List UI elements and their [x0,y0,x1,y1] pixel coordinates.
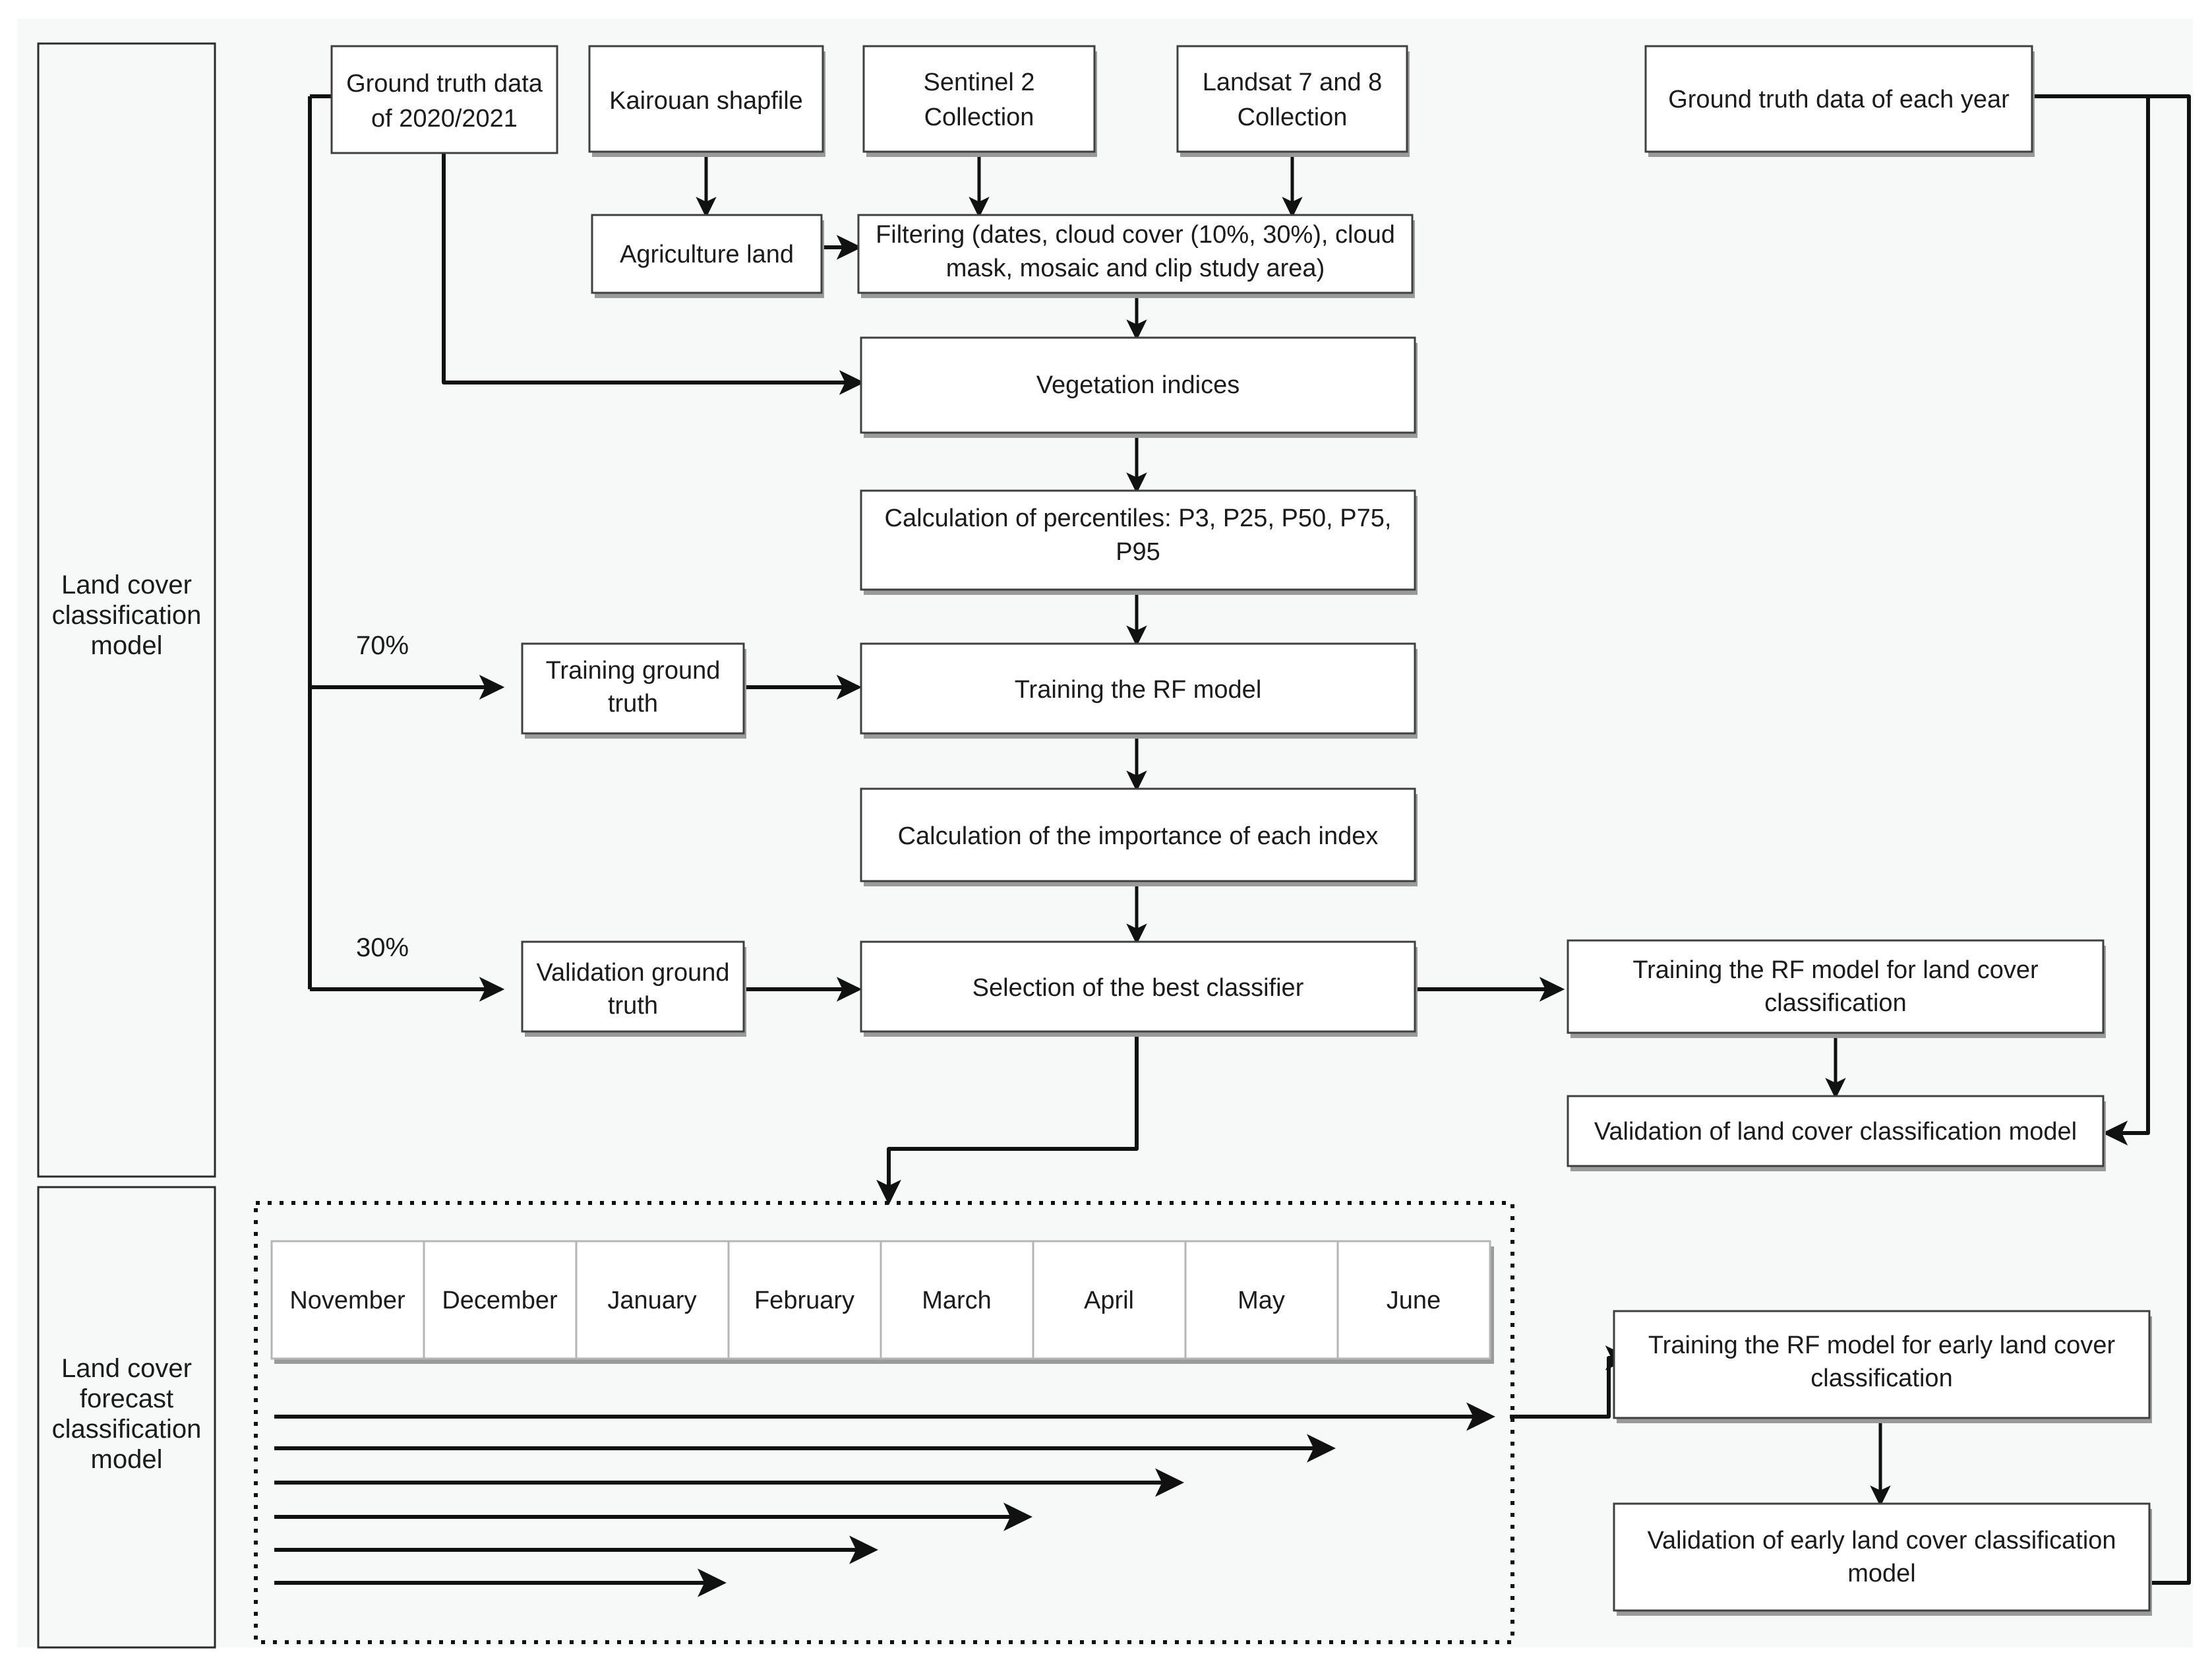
node-training-rf-model[interactable]: Training the RF model [860,642,1418,739]
node-label-line-0: Calculation of percentiles: P3, P25, P50… [885,505,1392,532]
section-label-line-2: classification [52,1415,202,1444]
section-label-line-0: Land cover [61,1354,192,1383]
node-label-line-0: Validation of early land cover classific… [1647,1527,2116,1554]
node-train-rf-land-cover[interactable]: Training the RF model for land cover cla… [1567,939,2106,1038]
node-label-line-0: Calculation of the importance of each in… [898,822,1379,850]
month-label-5: April [1084,1287,1134,1314]
node-label-line-1: P95 [1116,538,1160,566]
node-label-line-0: Validation of land cover classification … [1594,1118,2077,1146]
node-label-line-0: Ground truth data of each year [1668,86,2010,113]
node-label-line-1: Collection [924,104,1034,131]
node-label-line-0: Training ground [546,657,721,685]
node-validation-ground-truth[interactable]: Validation ground truth [521,940,746,1037]
month-label-7: June [1387,1287,1441,1314]
node-label-line-0: Training the RF model for land cover [1632,956,2039,984]
node-index-importance[interactable]: Calculation of the importance of each in… [860,787,1418,886]
edge-label-70-percent: 70% [356,631,409,660]
month-cell-4[interactable] [880,1240,1034,1360]
month-cell-6[interactable] [1184,1240,1339,1360]
section-label-line-3: model [91,1445,163,1474]
node-label-line-0: Vegetation indices [1036,371,1240,399]
section-label-line-1: classification [52,601,202,630]
node-label-line-0: Agriculture land [620,241,794,268]
month-label-4: March [922,1287,992,1314]
forecast-panel-dashed-border [254,1201,1514,1644]
node-label-line-0: Training the RF model for early land cov… [1648,1332,2116,1359]
node-ground-truth-2020[interactable]: Ground truth data of 2020/2021 [330,45,558,154]
node-label-line-0: Ground truth data [346,70,543,98]
node-validate-land-cover[interactable]: Validation of land cover classification … [1567,1095,2106,1171]
node-label-line-0: Filtering (dates, cloud cover (10%, 30%)… [876,221,1395,249]
section-box-land-cover-forecast [37,1186,216,1649]
month-label-3: February [754,1287,854,1314]
month-label-6: May [1238,1287,1285,1314]
section-label-land-cover-forecast: Land cover forecast classification model [52,1354,202,1474]
month-cell-2[interactable] [575,1240,730,1360]
node-label-line-0: Landsat 7 and 8 [1203,69,1383,96]
node-training-ground-truth[interactable]: Training ground truth [521,642,746,739]
node-agriculture-land[interactable]: Agriculture land [591,214,824,298]
node-validate-early-land-cover[interactable]: Validation of early land cover classific… [1613,1502,2152,1616]
node-label-line-1: Collection [1238,104,1348,131]
link-gt2020-to-vegetation [442,153,865,395]
node-label-line-0: Sentinel 2 [923,69,1034,96]
node-ground-truth-each-year[interactable]: Ground truth data of each year [1644,45,2035,157]
node-train-rf-early-land-cover[interactable]: Training the RF model for early land cov… [1613,1310,2152,1423]
edge-label-30-percent: 30% [356,933,409,962]
node-label-line-1: truth [608,992,658,1020]
section-label-land-cover-classification: Land cover classification model [52,570,202,660]
node-vegetation-indices[interactable]: Vegetation indices [860,336,1418,438]
node-label-line-1: of 2020/2021 [371,105,518,133]
node-label-line-0: Kairouan shapfile [609,87,803,115]
month-label-1: December [442,1287,558,1314]
node-percentiles[interactable]: Calculation of percentiles: P3, P25, P50… [860,489,1418,595]
month-label-0: November [289,1287,405,1314]
node-label-line-1: mask, mosaic and clip study area) [946,255,1325,282]
node-label-line-0: Selection of the best classifier [972,974,1304,1002]
month-label-2: January [607,1287,696,1314]
node-sentinel2-collection[interactable]: Sentinel 2 Collection [862,45,1097,157]
node-label-line-0: Validation ground [537,959,730,987]
node-best-classifier[interactable]: Selection of the best classifier [860,940,1418,1037]
link-bestclf-to-forecast-panel [876,1037,1139,1206]
node-landsat-collection[interactable]: Landsat 7 and 8 Collection [1176,45,1410,157]
month-cell-7[interactable] [1336,1240,1491,1360]
node-label-line-1: model [1847,1560,1916,1587]
node-label-line-0: Training the RF model [1015,676,1262,704]
node-kairouan-shapfile[interactable]: Kairouan shapfile [588,45,825,157]
month-strip [270,1240,1491,1360]
section-label-line-1: forecast [80,1384,173,1413]
node-filtering[interactable]: Filtering (dates, cloud cover (10%, 30%)… [857,214,1415,298]
section-label-line-0: Land cover [61,570,192,599]
section-label-line-2: model [91,631,163,660]
node-label-line-1: classification [1764,989,1906,1017]
month-cell-5[interactable] [1032,1240,1187,1360]
node-label-line-1: truth [608,690,658,718]
node-label-line-1: classification [1810,1365,1952,1392]
section-box-land-cover-classification [37,42,216,1178]
